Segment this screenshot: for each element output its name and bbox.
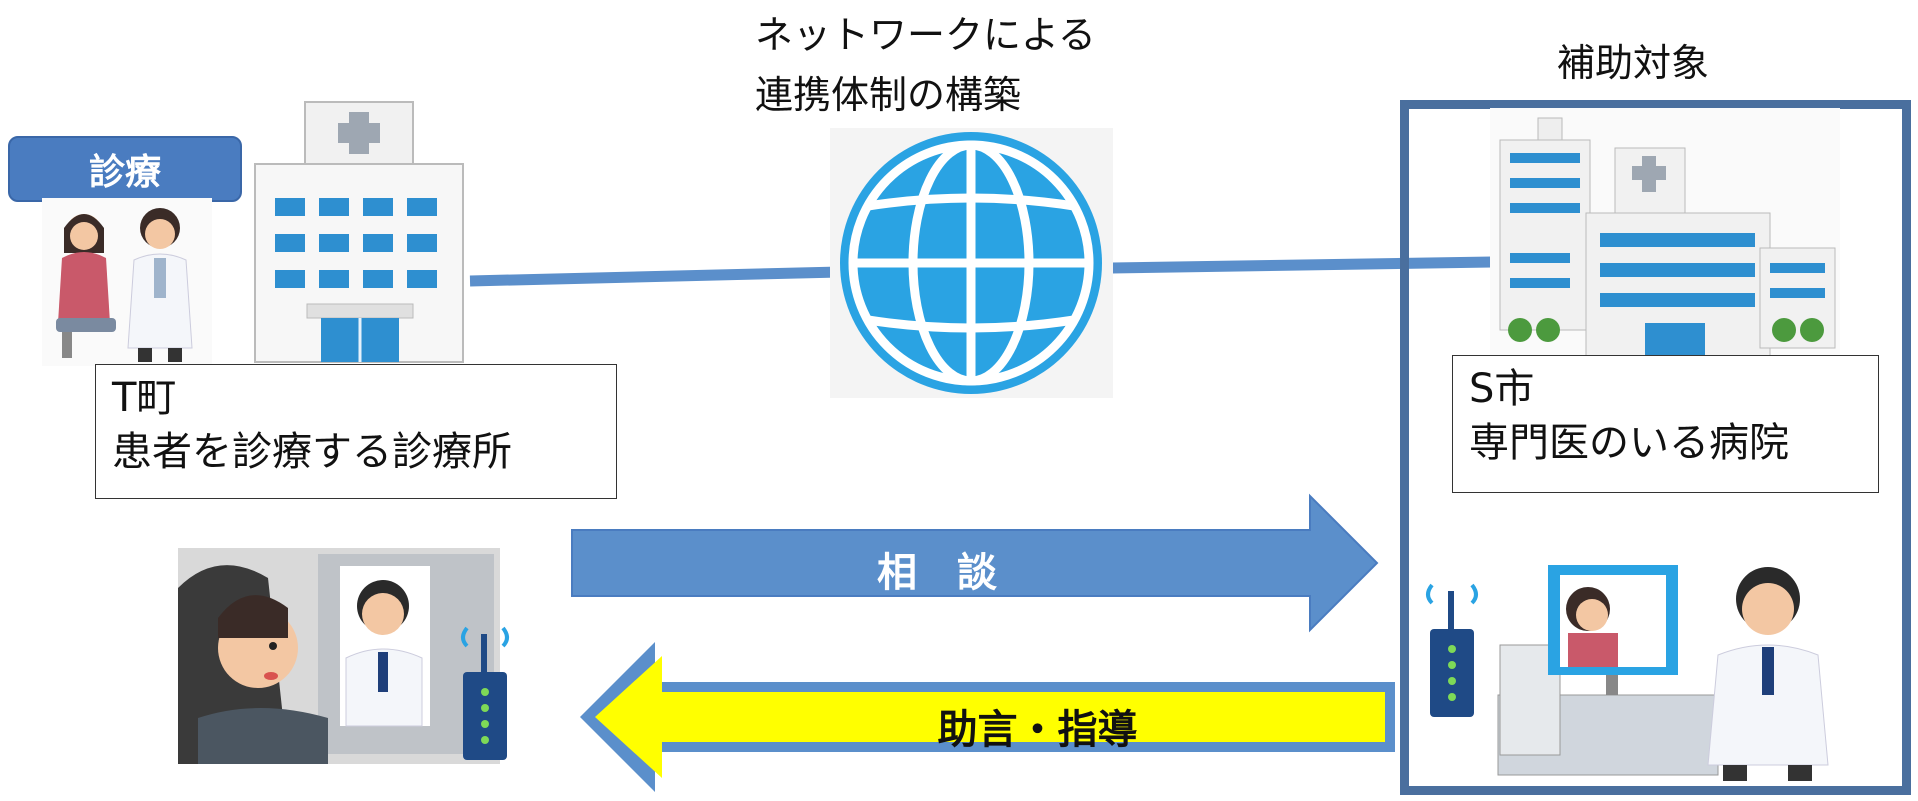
advice-label: 助言・指導 [937, 707, 1138, 753]
clinic-description: 患者を診療する診療所 [112, 429, 512, 475]
subsidy-label: 補助対象 [1557, 41, 1710, 85]
advice-arrow [580, 642, 1395, 792]
router-icon-left [461, 626, 509, 760]
network-label-line1: ネットワークによる [755, 13, 1096, 57]
clinic-building-icon [254, 101, 464, 363]
consult-arrow [571, 493, 1379, 633]
hospital-description: 専門医のいる病院 [1469, 420, 1789, 466]
hospital-label-box: S市 専門医のいる病院 [1452, 355, 1879, 493]
clinic-town: T町 [112, 375, 177, 421]
clinic-label-box: T町 患者を診療する診療所 [95, 364, 617, 499]
network-label-line2: 連携体制の構築 [755, 73, 1022, 117]
telemedicine-clinic-illustration [178, 548, 500, 764]
specialist-doctor-illustration [1418, 535, 1900, 785]
line-globe-to-hospital [1111, 256, 1493, 274]
globe-icon [830, 128, 1113, 398]
consultation-badge: 診療 [8, 136, 242, 202]
hospital-city: S市 [1469, 366, 1535, 412]
hospital-building-icon [1490, 108, 1840, 368]
line-clinic-to-globe [469, 266, 841, 287]
patient-doctor-illustration [42, 198, 212, 366]
consult-label: 相 談 [877, 550, 997, 596]
subsidy-target-frame [1400, 100, 1911, 795]
